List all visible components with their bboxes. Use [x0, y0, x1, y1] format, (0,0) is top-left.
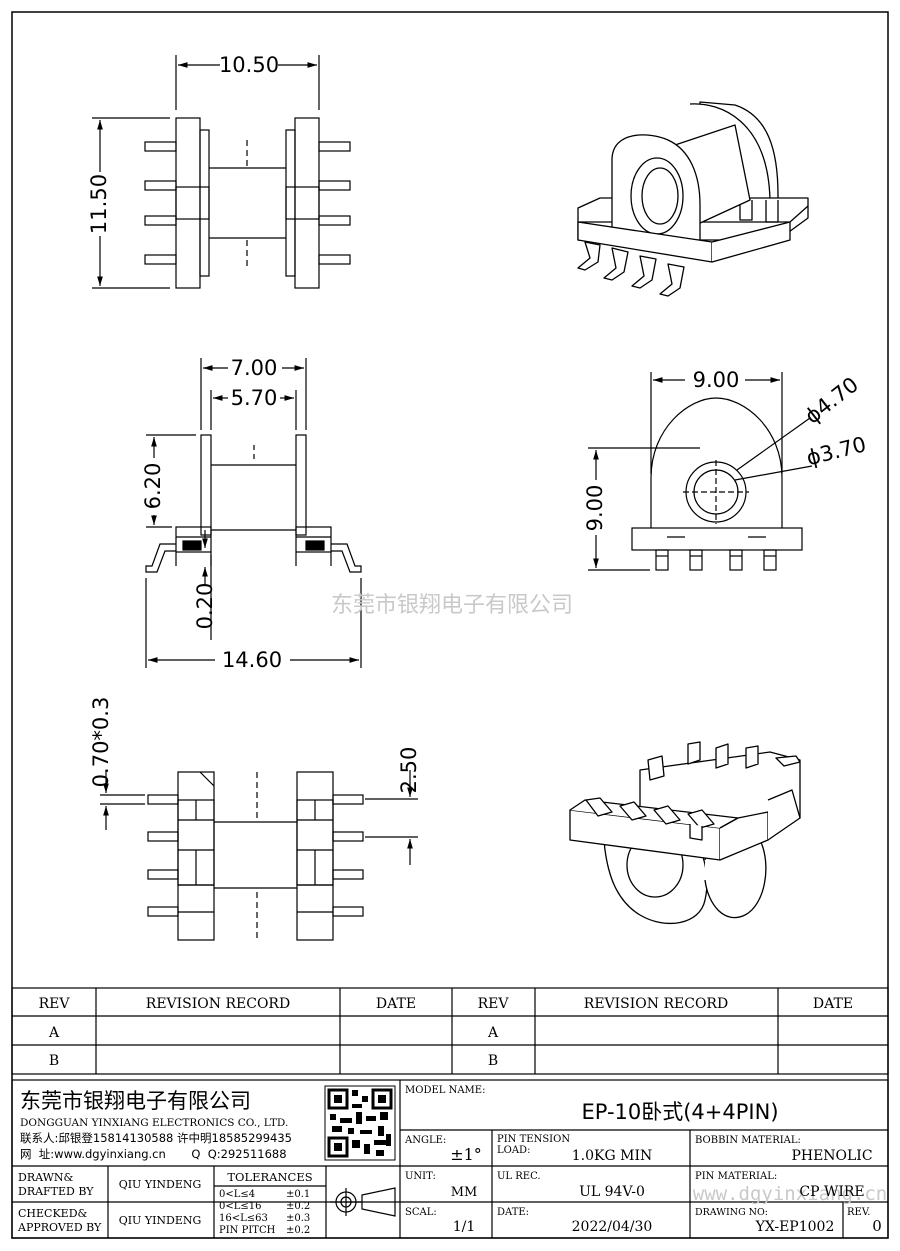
bobbin-material-value: PHENOLIC: [791, 1148, 872, 1164]
unit-value: MM: [451, 1185, 478, 1200]
tolerances-title: TOLERANCES: [227, 1170, 312, 1184]
scale-label: SCAL:: [405, 1207, 437, 1218]
tol-value-1: ±0.1: [286, 1189, 310, 1200]
tol-value-4: ±0.2: [286, 1225, 310, 1236]
checked-label: CHECKED&: [18, 1207, 88, 1220]
company-name-cn: 东莞市银翔电子有限公司: [20, 1089, 251, 1113]
drawn-value: QIU YINDENG: [119, 1178, 202, 1191]
ul-rec-value: UL 94V-0: [579, 1184, 645, 1200]
rev-row-a-left: A: [48, 1025, 60, 1041]
watermark-website: www.dgyinxiang.cn: [693, 1183, 887, 1205]
drafted-label: DRAFTED BY: [18, 1185, 94, 1198]
dim-side-outer-dia: ϕ4.70: [800, 372, 863, 428]
pin-material-label: PIN MATERIAL:: [695, 1171, 777, 1182]
tol-range-1: 0<L≤4: [219, 1189, 255, 1200]
pin-tension-load-label: LOAD:: [497, 1145, 530, 1156]
rev-header-record-1: REVISION RECORD: [146, 996, 290, 1012]
dim-front-span: 14.60: [222, 648, 282, 672]
angle-value: ±1°: [450, 1145, 482, 1164]
model-name-label: MODEL NAME:: [405, 1085, 485, 1096]
iso-view-top: [577, 101, 809, 297]
dim-side-height: 9.00: [583, 485, 607, 532]
dim-bottom-pin: 0.70*0.3: [89, 697, 113, 788]
pin-material-value: CP WIRE: [799, 1184, 864, 1200]
dim-bottom-pitch: 2.50: [397, 747, 421, 794]
front-view: [145, 358, 362, 668]
rev-header-rev-1: REV: [39, 996, 71, 1012]
tol-range-2: 0<L≤16: [219, 1201, 262, 1212]
drawing-no-value: YX-EP1002: [755, 1219, 835, 1235]
revision-table: [11, 987, 889, 1075]
bobbin-material-label: BOBBIN MATERIAL:: [695, 1135, 801, 1146]
tol-value-3: ±0.3: [286, 1213, 310, 1224]
rev-header-date-1: DATE: [376, 996, 416, 1012]
rev-row-b-right: B: [488, 1053, 498, 1069]
dim-front-inner: 5.70: [231, 386, 278, 410]
company-website: 网 址:www.dgyinxiang.cn Q Q:292511688: [20, 1147, 287, 1161]
dim-top-height: 11.50: [87, 174, 111, 234]
tol-range-3: 16<L≤63: [219, 1213, 268, 1224]
rev-value: 0: [872, 1217, 882, 1235]
pin-tension-value: 1.0KG MIN: [572, 1148, 652, 1164]
rev-label: REV.: [847, 1207, 870, 1218]
checked-value: QIU YINDENG: [119, 1214, 202, 1227]
bottom-view: [100, 770, 418, 941]
dim-side-inner-dia: ϕ3.70: [804, 432, 869, 470]
rev-row-a-right: A: [487, 1025, 499, 1041]
unit-label: UNIT:: [405, 1171, 436, 1182]
watermark-company: 东莞市银翔电子有限公司: [331, 593, 573, 618]
tol-value-2: ±0.2: [286, 1201, 310, 1212]
tol-range-4: PIN PITCH: [219, 1225, 276, 1236]
drawn-label: DRAWN&: [18, 1171, 74, 1184]
rev-row-b-left: B: [49, 1053, 59, 1069]
dim-top-width: 10.50: [219, 53, 279, 77]
iso-view-bottom: [569, 741, 801, 925]
dim-front-height: 6.20: [141, 463, 165, 510]
projection-symbol-icon: [330, 1187, 396, 1217]
rev-header-date-2: DATE: [813, 996, 853, 1012]
drawing-no-label: DRAWING NO:: [695, 1207, 768, 1218]
scale-value: 1/1: [453, 1219, 476, 1235]
date-value: 2022/04/30: [572, 1219, 653, 1235]
top-view: [92, 55, 351, 289]
company-name-en: DONGGUAN YINXIANG ELECTRONICS CO., LTD.: [20, 1117, 288, 1129]
angle-label: ANGLE:: [404, 1135, 446, 1146]
approved-label: APPROVED BY: [17, 1221, 102, 1234]
rev-header-record-2: REVISION RECORD: [584, 996, 728, 1012]
qr-code-icon: [324, 1085, 396, 1161]
rev-header-rev-2: REV: [478, 996, 510, 1012]
date-label: DATE:: [497, 1207, 529, 1218]
dim-front-outer: 7.00: [231, 356, 278, 380]
side-view: [588, 372, 813, 571]
company-contacts: 联系人:邱银登15814130588 许中明18585299435: [20, 1131, 292, 1145]
model-name-value: EP-10卧式(4+4PIN): [581, 1100, 778, 1124]
dim-side-width: 9.00: [693, 368, 740, 392]
ul-rec-label: UL REC.: [497, 1171, 541, 1182]
dim-front-gap: 0.20: [193, 583, 217, 630]
pin-tension-label: PIN TENSION: [497, 1134, 570, 1145]
